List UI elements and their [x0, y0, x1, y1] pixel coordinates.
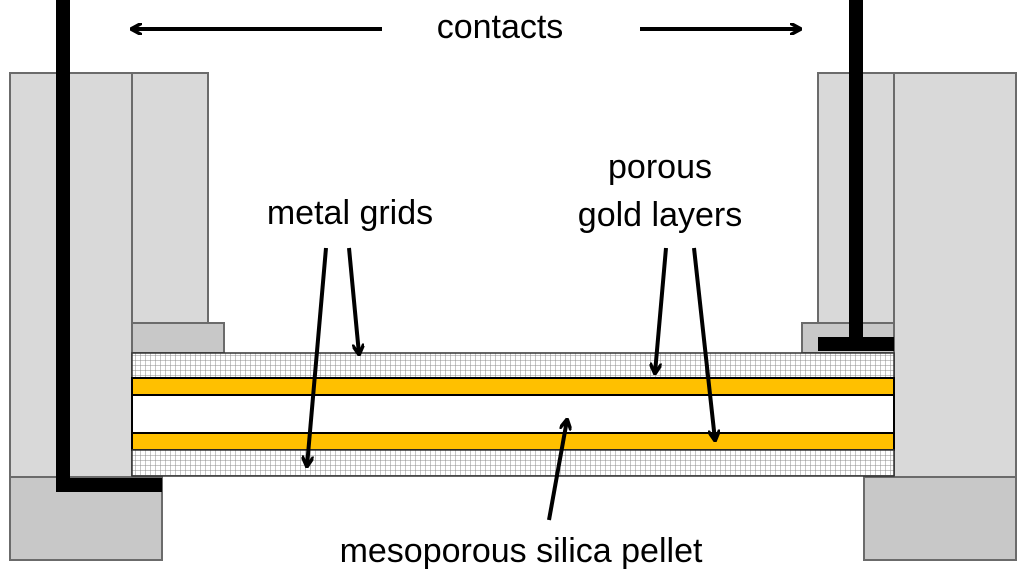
- mesoporous-silica-pellet: [131, 394, 895, 434]
- bottom-porous-gold-layer: [131, 432, 895, 451]
- label-metal-grids: metal grids: [267, 194, 433, 232]
- pointer-arrows: [132, 29, 800, 521]
- left-housing: [9, 72, 225, 561]
- right-housing-base: [863, 476, 1017, 561]
- porous-gold-arrow-bottom: [692, 247, 715, 440]
- top-porous-gold-layer: [131, 377, 895, 396]
- right-housing-outer-block: [893, 72, 1017, 478]
- label-contacts: contacts: [437, 8, 564, 46]
- right-contact-wire: [818, 0, 894, 351]
- layer-stack: [131, 352, 895, 477]
- label-mesoporous-silica-pellet: mesoporous silica pellet: [340, 532, 703, 570]
- bottom-metal-grid: [131, 449, 895, 477]
- left-contact-wire: [56, 0, 162, 492]
- label-porous-line1: porous: [608, 148, 712, 186]
- metal-grids-arrow-top: [347, 247, 359, 354]
- metal-grids-arrow-bottom: [307, 247, 328, 466]
- pellet-arrow: [547, 420, 567, 521]
- left-housing-step: [131, 322, 225, 354]
- top-metal-grid: [131, 352, 895, 379]
- label-porous-line2: gold layers: [578, 196, 742, 234]
- right-housing: [801, 72, 1017, 561]
- left-housing-inner-block: [131, 72, 209, 324]
- porous-gold-arrow-top: [655, 247, 668, 373]
- left-housing-outer-block: [9, 72, 133, 478]
